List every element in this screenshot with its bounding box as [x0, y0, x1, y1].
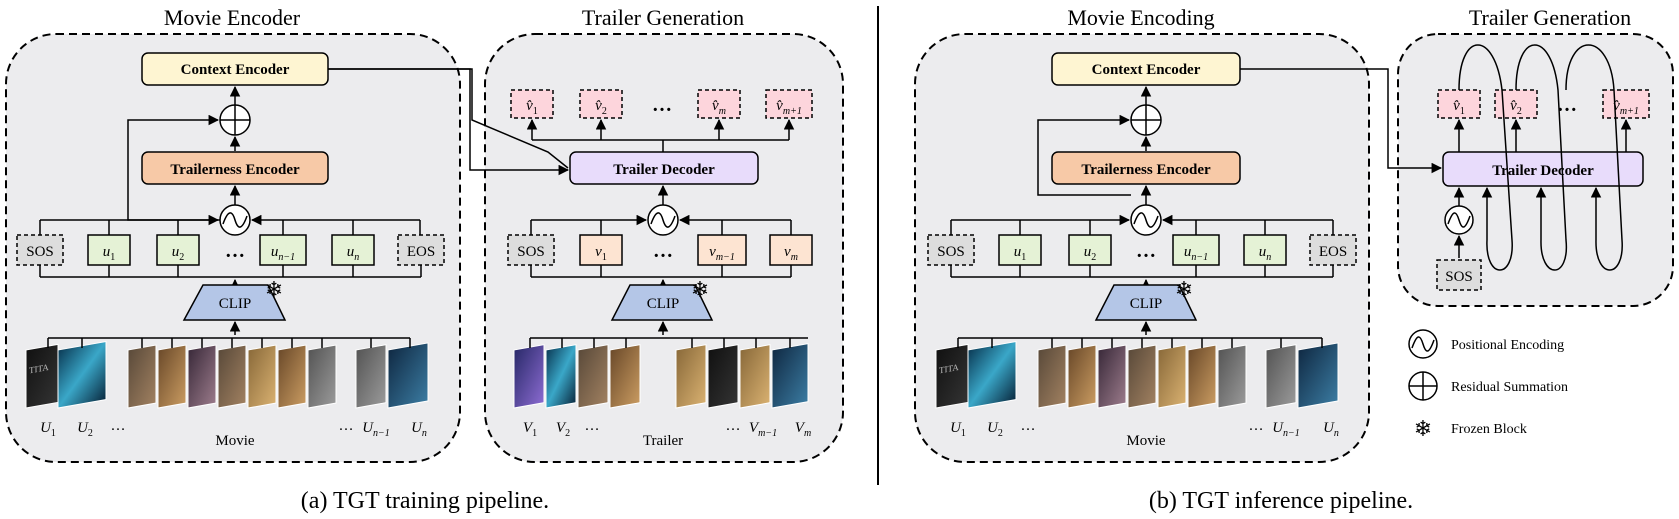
token-u2-b: u2 [1068, 234, 1112, 266]
svg-text:v̂2: v̂2 [595, 98, 607, 117]
svg-text:EOS: EOS [407, 244, 435, 260]
token-un-1-a: un−1 [259, 234, 307, 266]
context-encoder-label-b: Context Encoder [1092, 62, 1201, 78]
trailer-decoder-label-a: Trailer Decoder [613, 162, 715, 178]
clip-block-b: CLIP [1094, 284, 1198, 321]
svg-text:TITA: TITA [939, 362, 959, 375]
svg-text:v1: v1 [595, 244, 607, 263]
output-v1-a: v̂1 [510, 89, 554, 119]
frame-ellipsis-1-a: … [111, 418, 126, 434]
legend-positional-label: Positional Encoding [1451, 338, 1564, 353]
positional-encoding-icon-trailer-a [647, 204, 679, 236]
svg-text:SOS: SOS [1445, 269, 1473, 285]
trailer-label-a: Trailer [643, 433, 683, 449]
token-vm-1-a: vm−1 [697, 234, 747, 266]
output-vm1-b: v̂m+1 [1602, 89, 1650, 119]
trailerness-encoder-label-b: Trailerness Encoder [1081, 162, 1211, 178]
positional-encoding-icon-trailer-b [1444, 205, 1474, 235]
header-movie-encoder: Movie Encoder [164, 5, 301, 30]
svg-text:v̂1: v̂1 [1453, 98, 1465, 117]
token-sos-b: SOS [927, 234, 975, 266]
token-eos-b: EOS [1309, 234, 1357, 266]
autoregressive-loops-b [1458, 44, 1623, 271]
output-vm-a: v̂m [697, 89, 741, 119]
token-v1-a: v1 [579, 234, 623, 266]
svg-text:SOS: SOS [937, 244, 965, 260]
token-un-1-b: un−1 [1172, 234, 1220, 266]
movie-encoding-panel [914, 33, 1370, 463]
trailerness-encoder-box-b [1051, 151, 1241, 185]
output-vm1-a: v̂m+1 [765, 89, 813, 119]
frozen-icon-b: ❄ [1175, 277, 1193, 302]
frame-ellipsis-2-trailer-a: … [726, 418, 741, 434]
token-u1-a: u1 [87, 234, 131, 266]
token-ellipsis-trailer-a: … [653, 240, 673, 262]
token-un-a: un [331, 234, 375, 266]
legend-positional-icon [1408, 329, 1438, 359]
output-ellipsis-a: … [652, 94, 672, 116]
trailer-frames-a [513, 343, 809, 409]
svg-text:v̂1: v̂1 [526, 98, 538, 117]
clip-block-a: CLIP [182, 284, 287, 321]
frame-ellipsis-1-b: … [1021, 418, 1036, 434]
movie-frames-b: TITA [935, 340, 1339, 409]
token-eos-a: EOS [397, 234, 445, 266]
svg-text:SOS: SOS [26, 244, 54, 260]
movie-label-a: Movie [215, 433, 255, 449]
svg-text:SOS: SOS [517, 244, 545, 260]
token-sos-trailer-b: SOS [1436, 259, 1482, 291]
legend-frozen-icon: ❄ [1414, 416, 1432, 441]
positional-encoding-icon-b [1130, 204, 1162, 236]
frozen-icon-a: ❄ [265, 277, 283, 302]
frozen-icon-trailer-a: ❄ [691, 277, 709, 302]
caption-a: (a) TGT training pipeline. [301, 488, 549, 514]
movie-frames-a: TITA [25, 340, 429, 409]
svg-text:EOS: EOS [1319, 244, 1347, 260]
header-trailer-generation-b: Trailer Generation [1469, 5, 1631, 30]
legend: Positional Encoding Residual Summation ❄… [1408, 329, 1568, 441]
token-sos-trailer-a: SOS [507, 234, 555, 266]
token-sos-a: SOS [16, 234, 64, 266]
frame-ellipsis-2-a: … [339, 418, 354, 434]
token-u1-b: u1 [998, 234, 1042, 266]
movie-label-b: Movie [1126, 433, 1166, 449]
movie-encoder-panel [5, 33, 461, 463]
positional-encoding-icon-a [219, 204, 251, 236]
frame-ellipsis-2-b: … [1249, 418, 1264, 434]
output-ellipsis-b: … [1557, 94, 1577, 116]
header-movie-encoding: Movie Encoding [1067, 5, 1214, 30]
token-un-b: un [1243, 234, 1287, 266]
trailer-decoder-box-b [1442, 151, 1644, 187]
token-vm-a: vm [769, 234, 813, 266]
trailerness-encoder-label-a: Trailerness Encoder [170, 162, 300, 178]
svg-text:CLIP: CLIP [647, 296, 680, 312]
trailer-decoder-label-b: Trailer Decoder [1492, 163, 1594, 179]
trailer-decoder-box-a [569, 151, 759, 185]
frame-ellipsis-1-trailer-a: … [585, 418, 600, 434]
legend-frozen-label: Frozen Block [1451, 422, 1527, 437]
output-v2-a: v̂2 [579, 89, 623, 119]
legend-residual-label: Residual Summation [1451, 380, 1568, 395]
svg-text:v̂2: v̂2 [1510, 98, 1522, 117]
clip-block-trailer-a: CLIP [610, 284, 714, 321]
context-encoder-label-a: Context Encoder [181, 62, 290, 78]
header-trailer-generation-a: Trailer Generation [582, 5, 744, 30]
svg-text:TITA: TITA [29, 362, 49, 375]
output-v1-b: v̂1 [1437, 89, 1481, 119]
legend-residual-icon [1408, 371, 1438, 401]
caption-b: (b) TGT inference pipeline. [1149, 488, 1413, 514]
token-ellipsis-b: … [1136, 240, 1156, 262]
svg-text:CLIP: CLIP [1130, 296, 1163, 312]
token-u2-a: u2 [156, 234, 200, 266]
token-ellipsis-a: … [225, 240, 245, 262]
residual-sum-icon-b [1130, 104, 1162, 136]
svg-text:CLIP: CLIP [219, 296, 252, 312]
output-v2-b: v̂2 [1494, 89, 1538, 119]
trailerness-encoder-box-a [141, 151, 329, 185]
residual-sum-icon-a [219, 104, 251, 136]
